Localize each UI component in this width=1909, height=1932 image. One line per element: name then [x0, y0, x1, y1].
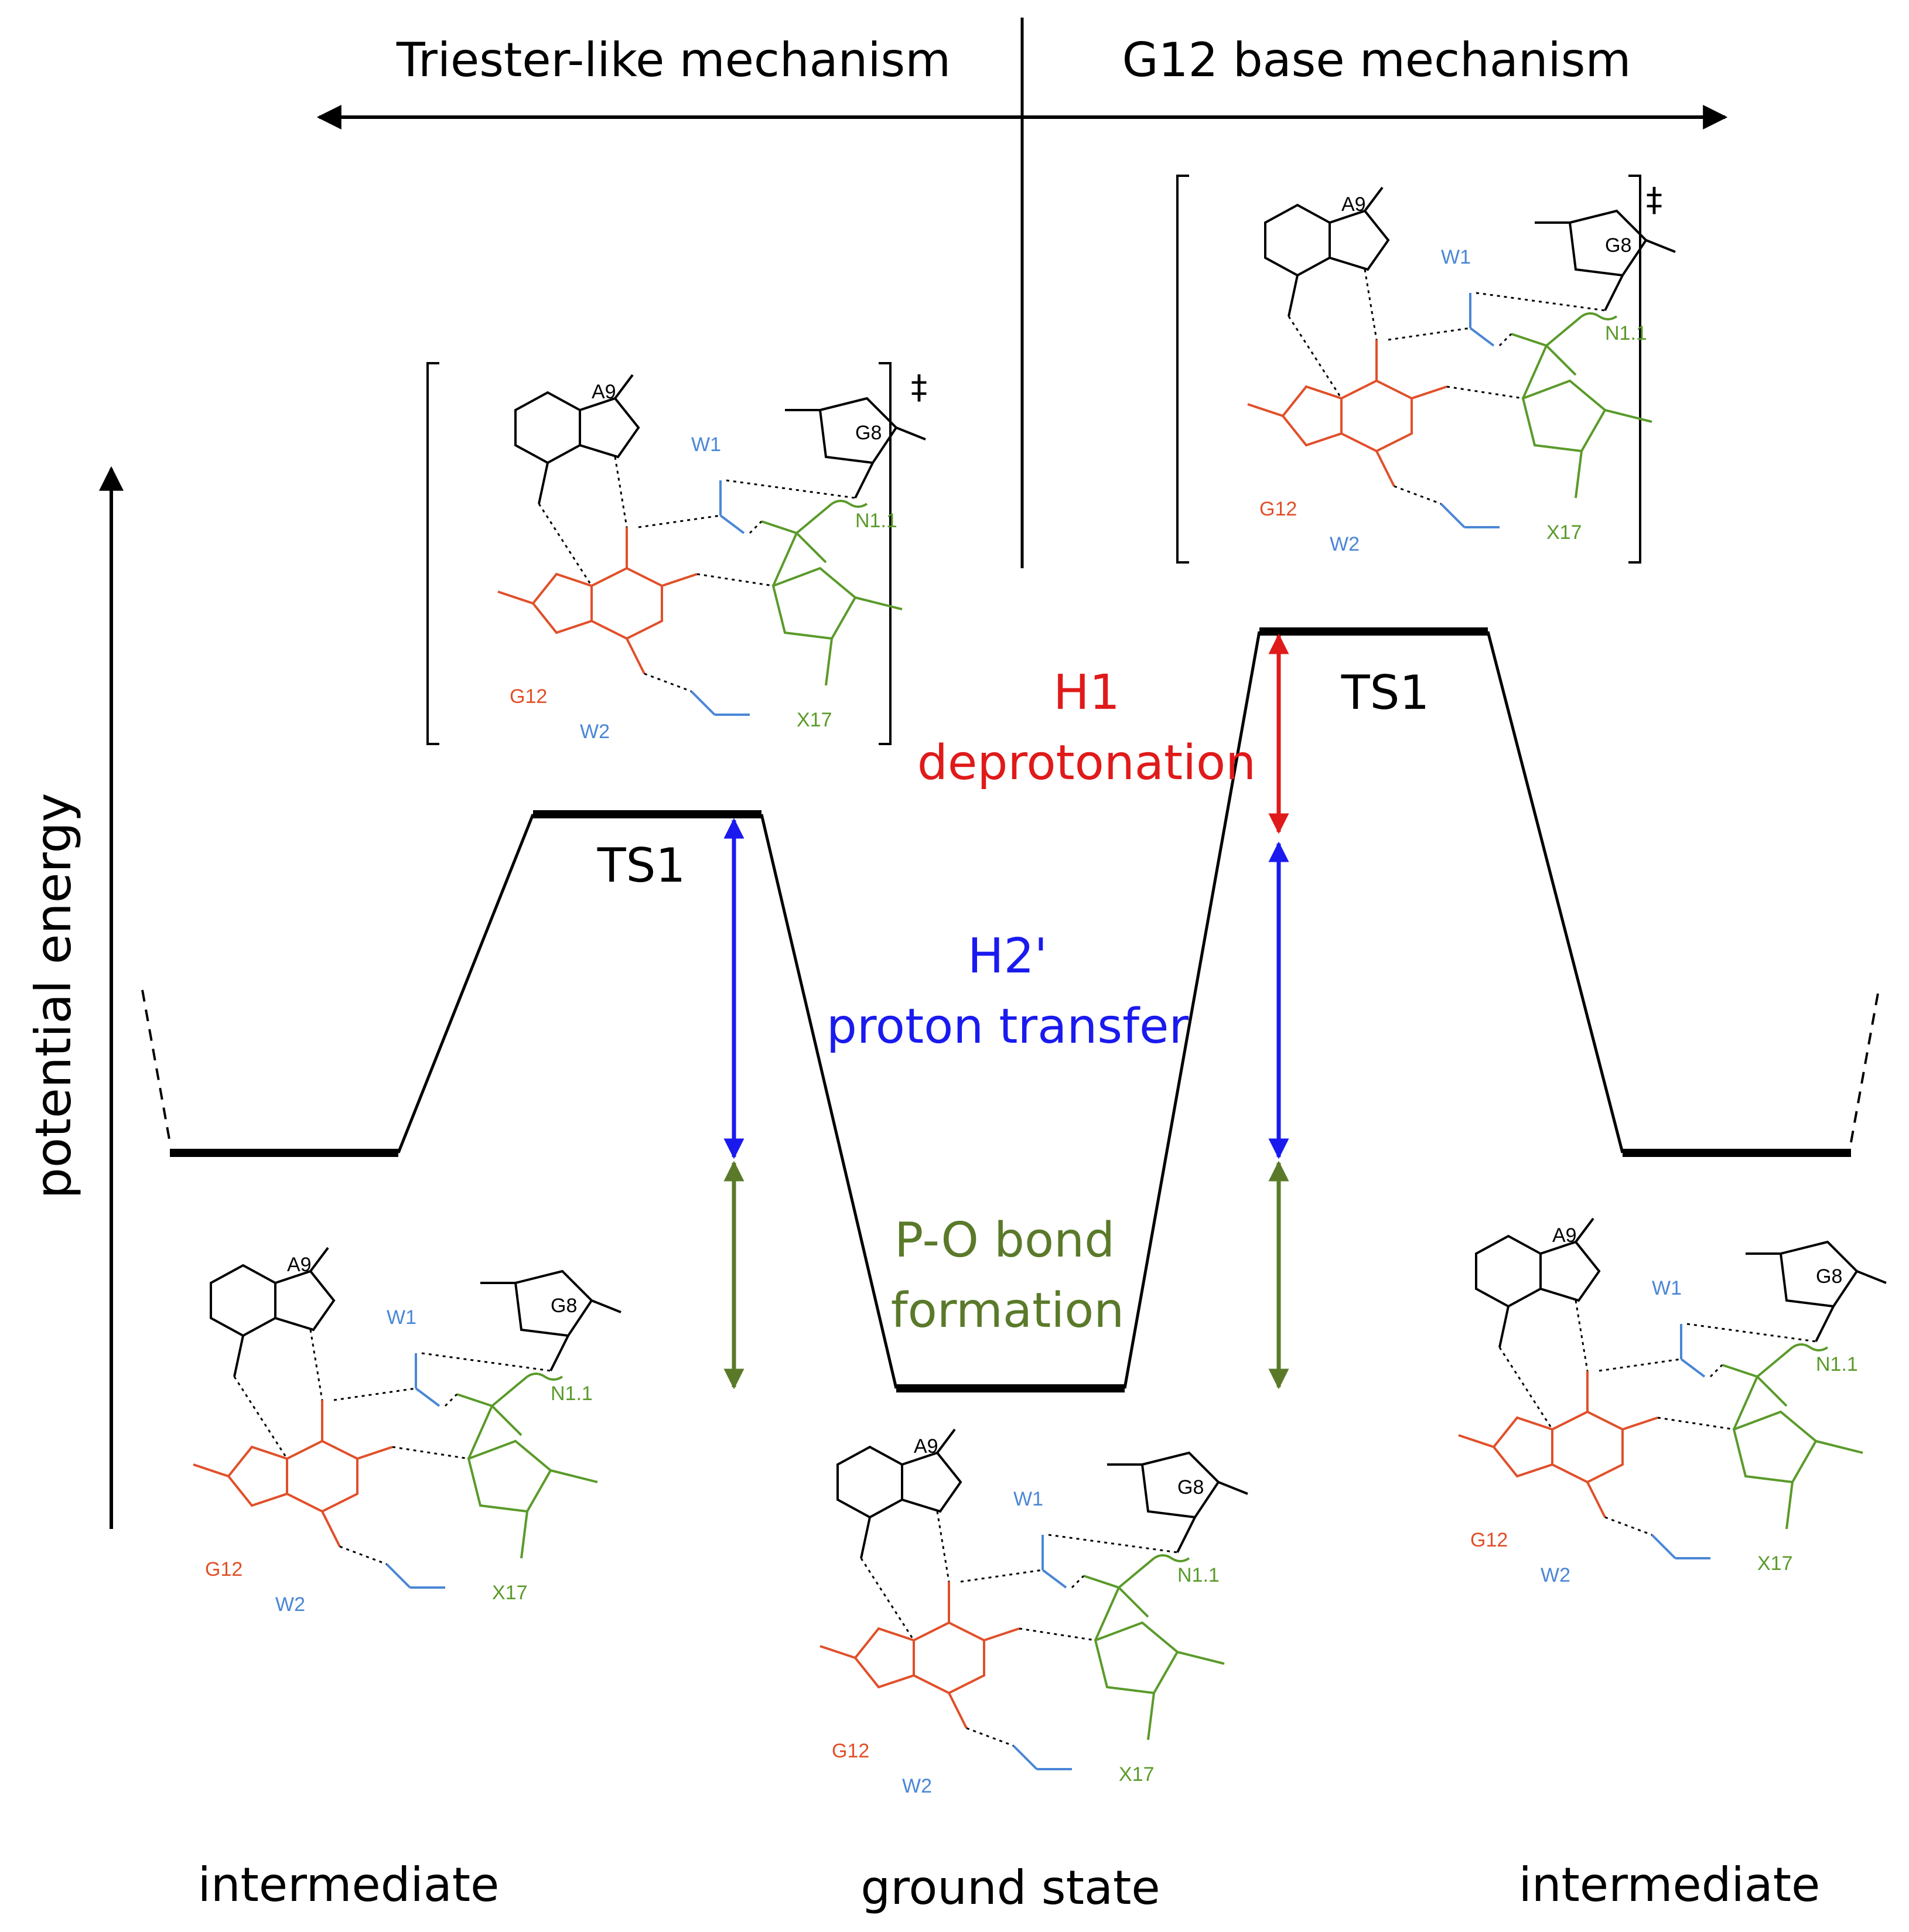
label-a9: A9	[914, 1435, 938, 1457]
label-w2: W2	[1330, 533, 1360, 555]
label-n11: N1.1	[1605, 322, 1647, 344]
label-g12: G12	[1259, 498, 1297, 520]
h1-label: H1	[1053, 665, 1120, 721]
label-a9: A9	[592, 381, 616, 403]
label-x17: X17	[1546, 521, 1582, 544]
label-a9: A9	[1552, 1224, 1577, 1247]
label-x17: X17	[1119, 1763, 1155, 1786]
label-x17: X17	[1757, 1552, 1793, 1575]
label-n11: N1.1	[1177, 1564, 1220, 1586]
label-w1: W1	[1652, 1277, 1682, 1299]
label-w1: W1	[387, 1306, 416, 1329]
h1-label-2: deprotonation	[917, 735, 1256, 791]
structure-ground-state: A9 G8 W1 G12 W2 X17 N1.1	[819, 1428, 1249, 1797]
state-left-label: intermediate	[198, 1858, 500, 1912]
structure-intermediate-right: A9 G8 W1 G12 W2 X17 N1.1	[1457, 1217, 1887, 1586]
label-g12: G12	[205, 1558, 243, 1581]
ts-left-dagger: ‡	[911, 368, 927, 407]
po-label: P-O bond	[894, 1213, 1115, 1268]
label-w2: W2	[275, 1593, 305, 1616]
label-g12: G12	[832, 1740, 869, 1762]
label-g8: G8	[1177, 1476, 1204, 1499]
h2-label: H2'	[968, 929, 1047, 984]
left-mechanism-title: Triester-like mechanism	[396, 33, 951, 87]
label-w1: W1	[1441, 246, 1471, 268]
label-w2: W2	[580, 721, 610, 743]
label-a9: A9	[287, 1254, 312, 1276]
ts-right-brackets	[1176, 175, 1641, 564]
structure-ts-right: A9 G8 W1 G12 W2 X17 N1.1	[1247, 186, 1676, 555]
label-g8: G8	[551, 1295, 577, 1317]
structure-ts-left: A9 G8 W1 G12 W2 X17 N1.1	[497, 374, 927, 743]
ts-right-dagger: ‡	[1646, 181, 1662, 219]
energy-profile	[141, 627, 1880, 1392]
label-a9: A9	[1341, 193, 1366, 216]
label-w2: W2	[902, 1775, 932, 1797]
label-g12: G12	[1470, 1529, 1508, 1551]
label-g8: G8	[855, 422, 882, 444]
label-g8: G8	[1816, 1265, 1842, 1288]
ts-right-label: TS1	[1341, 665, 1430, 720]
label-x17: X17	[797, 709, 832, 731]
structure-intermediate-left: A9 G8 W1 G12 W2 X17 N1.1	[192, 1247, 622, 1616]
label-x17: X17	[492, 1582, 528, 1604]
po-label-2: formation	[891, 1283, 1125, 1339]
label-n11: N1.1	[855, 510, 897, 532]
h2-label-2: proton transfer	[827, 999, 1189, 1054]
state-center-label: ground state	[860, 1861, 1160, 1915]
ts-left-brackets	[426, 362, 892, 745]
label-w1: W1	[691, 433, 721, 456]
label-w2: W2	[1541, 1564, 1570, 1586]
label-w1: W1	[1013, 1488, 1043, 1510]
ts-left-label: TS1	[597, 838, 686, 893]
state-right-label: intermediate	[1519, 1858, 1821, 1912]
energy-axis-label: potential energy	[25, 793, 82, 1199]
label-n11: N1.1	[551, 1383, 593, 1405]
label-g8: G8	[1605, 234, 1631, 257]
label-n11: N1.1	[1816, 1353, 1858, 1375]
label-g12: G12	[510, 685, 547, 708]
right-mechanism-title: G12 base mechanism	[1122, 33, 1631, 87]
